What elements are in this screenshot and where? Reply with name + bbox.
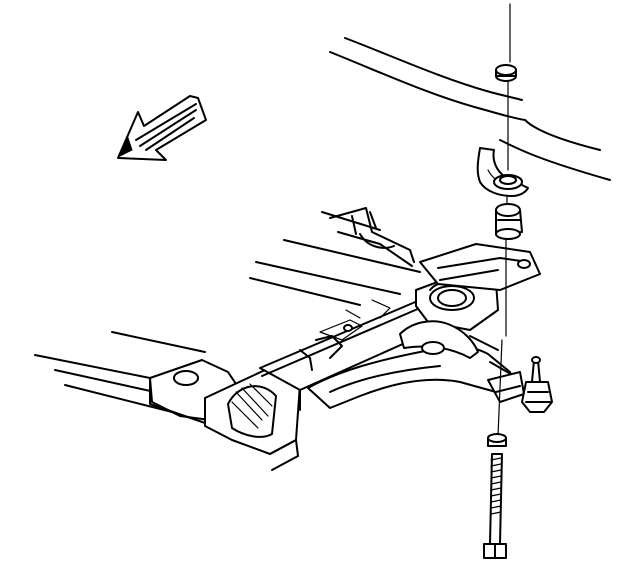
lower-washer [487, 433, 507, 447]
front-crossmember [149, 207, 541, 471]
lower-control-arm [307, 320, 525, 409]
direction-arrow [117, 95, 207, 161]
upper-bushing [495, 203, 523, 240]
upper-washer [493, 174, 523, 190]
frame-rail-lines [34, 211, 421, 415]
vehicle-body-floor [329, 37, 611, 197]
stabilizer-link-bolt [483, 453, 507, 559]
ball-joint [521, 356, 553, 413]
alignment-centerline [497, 3, 511, 437]
stabilizer-link-nut [495, 64, 517, 82]
